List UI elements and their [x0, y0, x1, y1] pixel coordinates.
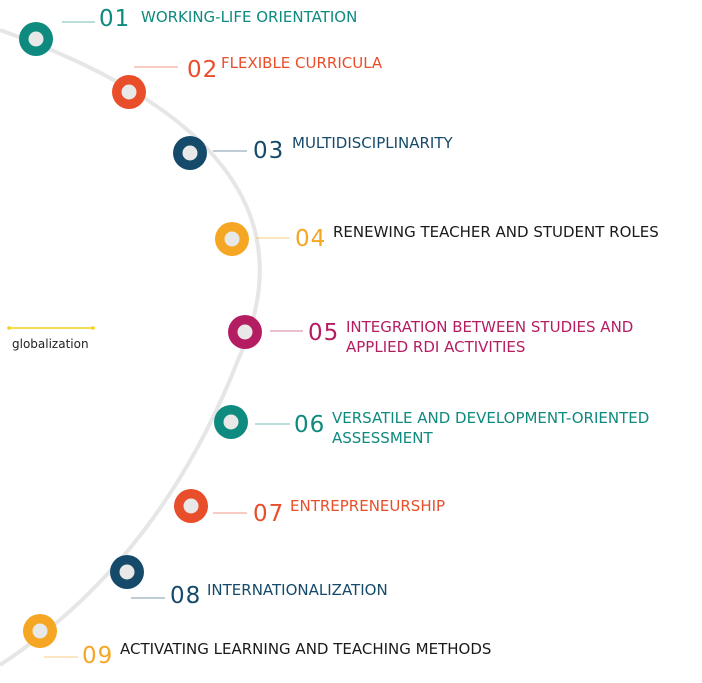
node-center-5 [237, 324, 253, 340]
node-center-6 [223, 414, 239, 430]
item-label-6-line-1: VERSATILE AND DEVELOPMENT-ORIENTED [332, 409, 650, 427]
globalization-arrow-right-end [91, 326, 95, 330]
node-center-8 [119, 564, 135, 580]
globalization-arrow-left-end [7, 326, 11, 330]
item-number-9: 09 [82, 643, 114, 669]
item-label-5-line-1: INTEGRATION BETWEEN STUDIES AND [346, 318, 634, 336]
item-label-3: MULTIDISCIPLINARITY [292, 133, 453, 153]
node-center-1 [28, 31, 44, 47]
item-number-3: 03 [253, 138, 285, 164]
item-label-7: ENTREPRENEURSHIP [290, 496, 445, 516]
item-number-5: 05 [308, 320, 340, 346]
item-label-9: ACTIVATING LEARNING AND TEACHING METHODS [120, 639, 491, 659]
item-label-5: INTEGRATION BETWEEN STUDIES AND APPLIED R… [346, 317, 633, 357]
item-number-7: 07 [253, 501, 285, 527]
item-label-7-line-1: ENTREPRENEURSHIP [290, 497, 446, 515]
item-label-8: INTERNATIONALIZATION [207, 580, 388, 600]
item-label-5-line-2: APPLIED RDI ACTIVITIES [346, 338, 526, 356]
timeline-nodes [19, 21, 303, 658]
item-label-9-line-1: ACTIVATING LEARNING AND TEACHING METHODS [120, 640, 492, 658]
item-label-4-line-1: RENEWING TEACHER AND STUDENT ROLES [333, 223, 659, 241]
item-label-6: VERSATILE AND DEVELOPMENT-ORIENTED ASSESS… [332, 408, 649, 448]
item-label-1-line-1: WORKING-LIFE ORIENTATION [141, 8, 358, 26]
item-label-3-line-1: MULTIDISCIPLINARITY [292, 134, 453, 152]
item-label-6-line-2: ASSESSMENT [332, 429, 433, 447]
item-number-8: 08 [170, 583, 202, 609]
item-number-4: 04 [295, 226, 327, 252]
node-center-9 [32, 623, 48, 639]
item-number-2: 02 [187, 57, 219, 83]
timeline-arc [0, 28, 262, 667]
globalization-label: globalization [12, 337, 89, 351]
item-number-1: 01 [99, 6, 131, 32]
node-center-3 [182, 145, 198, 161]
item-label-4: RENEWING TEACHER AND STUDENT ROLES [333, 222, 659, 242]
globalization-arrow [7, 326, 95, 330]
node-center-2 [121, 84, 137, 100]
item-label-1: WORKING-LIFE ORIENTATION [141, 7, 357, 27]
item-number-6: 06 [294, 412, 326, 438]
node-center-4 [224, 231, 240, 247]
item-label-8-line-1: INTERNATIONALIZATION [207, 581, 388, 599]
item-label-2: FLEXIBLE CURRICULA [221, 53, 382, 73]
node-center-7 [183, 498, 199, 514]
item-label-2-line-1: FLEXIBLE CURRICULA [221, 54, 383, 72]
